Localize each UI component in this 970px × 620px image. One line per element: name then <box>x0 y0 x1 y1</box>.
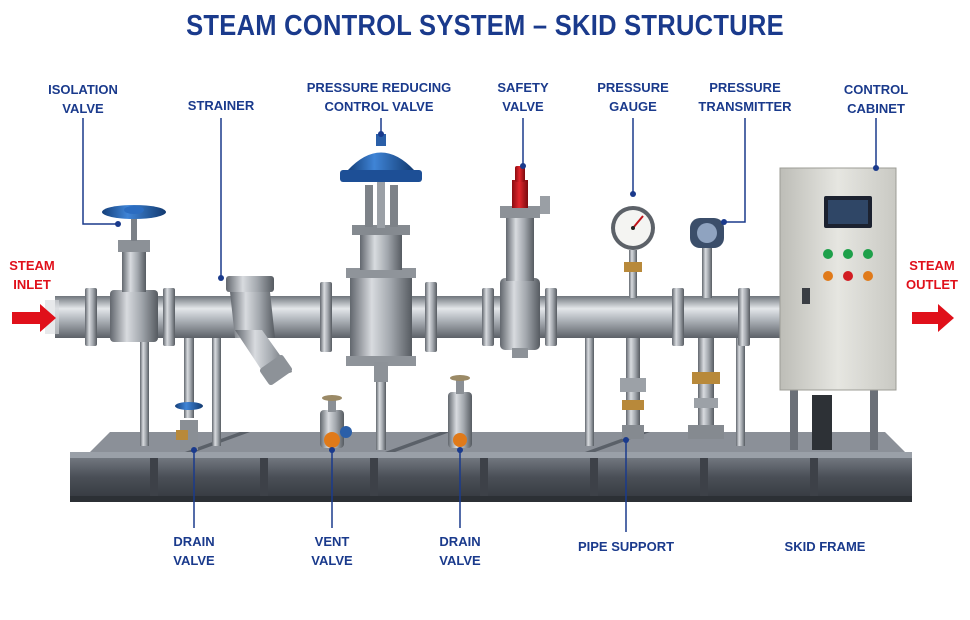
label-pipe-support: PIPE SUPPORT <box>577 539 675 554</box>
pressure-reducing-control-valve-graphic <box>340 134 422 382</box>
steam-outlet-arrow <box>912 304 954 332</box>
leader-pressure-transmitter <box>724 118 746 223</box>
pipe-supports <box>140 336 745 450</box>
diagram-title: STEAM CONTROL SYSTEM – SKID STRUCTURE <box>186 10 784 42</box>
strainer-graphic <box>226 276 293 386</box>
pipe-flanges <box>85 282 750 352</box>
drain-valve-2-graphic <box>448 375 472 448</box>
steam-inlet-arrow <box>12 304 56 332</box>
pressure-gauge-graphic <box>611 206 655 439</box>
leader-lines <box>82 118 879 532</box>
leader-isolation-valve <box>82 118 118 225</box>
safety-valve-graphic <box>500 166 550 358</box>
isolation-valve-graphic <box>102 205 166 342</box>
control-cabinet-graphic <box>779 167 897 450</box>
skid-frame <box>70 432 912 502</box>
label-strainer: STRAINER <box>187 98 255 113</box>
drain-valve-1-graphic <box>175 338 203 450</box>
label-skid-frame: SKID FRAME <box>784 539 866 554</box>
vent-valve-graphic <box>320 395 352 448</box>
pressure-transmitter-graphic <box>688 218 724 439</box>
